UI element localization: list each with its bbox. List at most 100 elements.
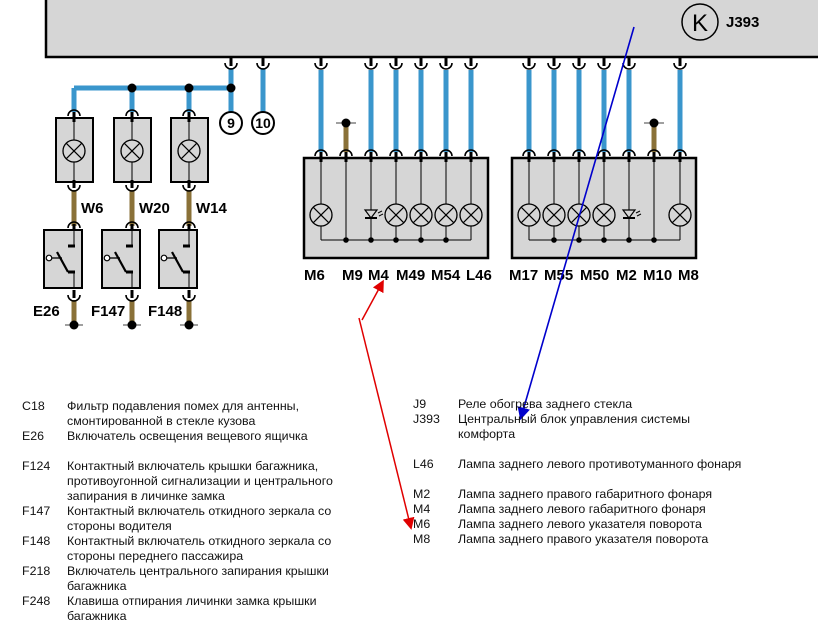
connector-socket-icon [67, 109, 81, 117]
lamp-label: M55 [544, 267, 573, 284]
lamp-label: M49 [396, 267, 425, 284]
connector-socket-icon [572, 62, 586, 70]
legend-code: M8 [413, 532, 431, 546]
control-unit-j393[interactable]: K J393 [44, 0, 818, 59]
connector-socket-icon [389, 62, 403, 70]
switch-lever-icon [171, 251, 184, 273]
legend-code: M6 [413, 517, 431, 531]
connector-socket-icon [125, 221, 139, 229]
connector-socket-icon [597, 149, 611, 157]
connector-socket-icon [547, 149, 561, 157]
connector-label-w20: W20 [139, 200, 170, 217]
wires [71, 68, 683, 322]
control-unit-symbol: K [692, 10, 708, 37]
lamp-label: M2 [616, 267, 637, 284]
connector-socket-icon [673, 62, 687, 70]
legend-description: Центральный блок управления системы комф… [458, 412, 691, 441]
legend-description: Включатель центрального запирания крышки… [67, 564, 329, 593]
connector-socket-icon [182, 294, 196, 302]
legend-code: F124 [22, 459, 51, 473]
legend-code: M2 [413, 487, 431, 501]
connector-socket-icon [572, 149, 586, 157]
connector-socket-icon [364, 62, 378, 70]
junction-dot [184, 83, 194, 93]
connector-socket-icon [182, 109, 196, 117]
legend-description: Контактный включатель откидного зеркала … [67, 504, 332, 533]
lamp-label: M50 [580, 267, 609, 284]
lamp-label: M17 [509, 267, 538, 284]
junction-dot [651, 237, 657, 243]
legend-code: M4 [413, 502, 431, 516]
legend-gap [413, 442, 743, 457]
connector-socket-icon [339, 149, 353, 157]
connector-socket-icon [67, 221, 81, 229]
switch-actuator-icon [45, 254, 53, 262]
pin-9: 9 [219, 111, 243, 135]
connector-socket-icon [224, 62, 238, 70]
lamp-label: L46 [466, 267, 492, 284]
connector-socket-icon [522, 62, 536, 70]
connector-socket-icon [389, 149, 403, 157]
legend-description: Включатель освещения вещевого ящичка [67, 429, 308, 443]
connector-socket-icon [464, 62, 478, 70]
lamp-label: M10 [643, 267, 672, 284]
pin-10: 10 [251, 111, 275, 135]
connector-socket-icon [464, 149, 478, 157]
legend-code: J393 [413, 412, 440, 426]
connector-socket-icon [256, 62, 270, 70]
connector-socket-icon [414, 62, 428, 70]
connector-socket-icon [314, 62, 328, 70]
legend-item: M4 Лампа заднего левого габаритного фонар… [413, 502, 743, 517]
legend-code: C18 [22, 399, 45, 413]
junction-dot [576, 237, 582, 243]
junction-dot [626, 237, 632, 243]
components [43, 58, 698, 330]
lamp-label: M4 [368, 267, 389, 284]
legend-gap [22, 444, 362, 459]
switch-lever-icon [56, 251, 69, 273]
lamp-label: M6 [304, 267, 325, 284]
connector-label-w14: W14 [196, 200, 228, 217]
control-unit-code: J393 [726, 14, 759, 31]
lamp-icon [62, 139, 86, 163]
connector-socket-icon [439, 62, 453, 70]
legend-description: Лампа заднего левого указателя поворота [458, 517, 702, 531]
switch-label-f147: F147 [91, 303, 125, 320]
connector-socket-icon [182, 221, 196, 229]
junction-dot [551, 237, 557, 243]
blue-annotation-arrow [517, 26, 635, 421]
connector-socket-icon [597, 62, 611, 70]
lamp-icon [177, 139, 201, 163]
legend-description: Лампа заднего правого указателя поворота [458, 532, 709, 546]
junction-dot [226, 83, 236, 93]
legend-item: J393 Центральный блок управления системы … [413, 412, 743, 442]
legend-description: Лампа заднего левого габаритного фонаря [458, 502, 706, 516]
switch-lever-icon [114, 251, 127, 273]
junction-dot [127, 83, 137, 93]
lamp-icon [120, 139, 144, 163]
legend-code: F248 [22, 594, 51, 608]
switch-actuator-icon [103, 254, 111, 262]
connector-socket-icon [182, 184, 196, 192]
switch-label-e26: E26 [33, 303, 60, 320]
connector-socket-icon [67, 294, 81, 302]
switch-actuator-icon [160, 254, 168, 262]
connector-socket-icon [647, 149, 661, 157]
legend-code: J9 [413, 397, 427, 411]
red-annotation-arrow [358, 279, 415, 530]
connector-socket-icon [314, 149, 328, 157]
svg-text:9: 9 [227, 115, 235, 131]
right-lamp-group-labels: M17 M55 M50 M2 M10 M8 [509, 267, 699, 284]
connector-socket-icon [125, 109, 139, 117]
